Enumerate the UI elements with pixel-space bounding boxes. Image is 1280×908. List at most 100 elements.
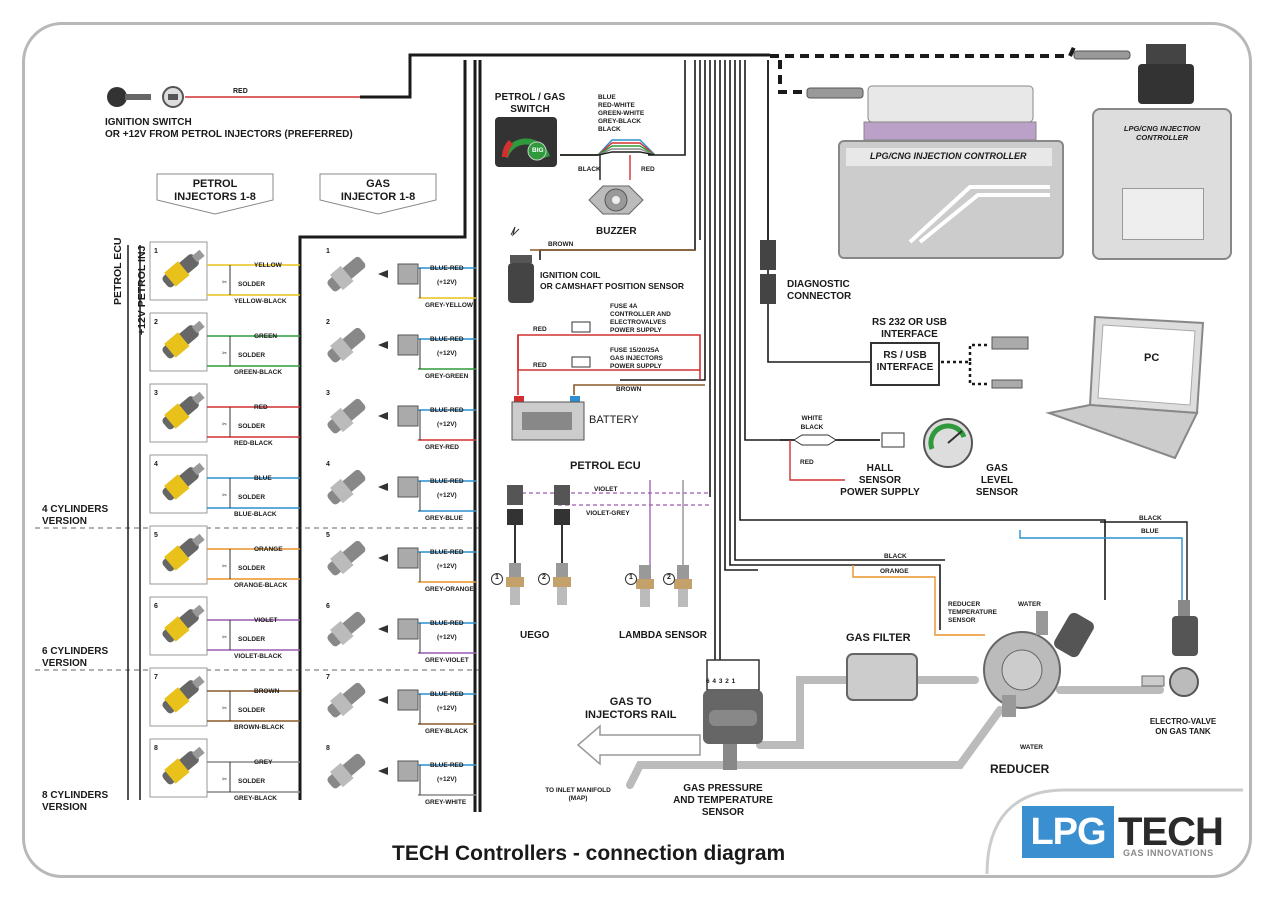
battery-red-1: RED (533, 326, 547, 333)
ignition-coil-icon (508, 226, 534, 303)
solder-label: SOLDER (238, 636, 266, 643)
battery-red-2: RED (533, 362, 547, 369)
petrol-wire-black-color: BLUE-BLACK (234, 511, 277, 518)
switch-logo: BIG (532, 147, 544, 154)
solder-label: SOLDER (238, 423, 266, 430)
small-controller-cable-icon (1073, 50, 1131, 60)
reducer-black-label: BLACK (884, 553, 907, 560)
petrol-wire-color: ORANGE (254, 546, 283, 553)
sensor-number: 2 (538, 573, 550, 585)
petrol-wire-color: VIOLET (254, 617, 278, 624)
fuse-2-label: FUSE 15/20/25A GAS INJECTORS POWER SUPPL… (610, 347, 663, 370)
gas-wire-grey-color: GREY-ORANGE (425, 586, 474, 593)
gas-injector-number: 8 (326, 745, 330, 752)
uego-label: UEGO (520, 630, 550, 641)
petrol-ecu-label: PETROL ECU (570, 460, 641, 472)
gas-injector-number: 4 (326, 461, 330, 468)
gas-injector-header: GAS INJECTOR 1-8 (340, 178, 416, 203)
main-controller[interactable]: LPG/CNG INJECTION CONTROLLER (838, 140, 1064, 259)
gas-injector-number: 2 (326, 319, 330, 326)
version-8-label: 8 CYLINDERS VERSION (42, 790, 109, 813)
sensor-number: 1 (625, 573, 637, 585)
gas-injector-icon (327, 398, 366, 434)
ecu-signal-wires (508, 480, 710, 570)
interface-top-label: RS 232 OR USB INTERFACE (871, 317, 948, 340)
gas-wire-color: BLUE-RED (430, 549, 464, 556)
ignition-coil-label: IGNITION COIL OR CAMSHAFT POSITION SENSO… (540, 270, 685, 291)
injector-row-graphics: ✂ (149, 312, 476, 372)
gas-wire-voltage: (+12V) (437, 421, 457, 428)
svg-text:✂: ✂ (222, 706, 227, 712)
gas-wire-grey-color: GREY-RED (425, 444, 459, 451)
gas-wire-color: BLUE-RED (430, 336, 464, 343)
petrol-wire-black-color: BROWN-BLACK (234, 724, 285, 731)
injector-row-graphics: ✂ (149, 454, 476, 514)
main-harness (298, 53, 770, 812)
map-sensor-label: GAS PRESSURE AND TEMPERATURE SENSOR (673, 783, 773, 818)
version-6-label: 6 CYLINDERS VERSION (42, 646, 109, 669)
gas-wire-grey-color: GREY-BLACK (425, 728, 468, 735)
gas-wire-grey-color: GREY-WHITE (425, 799, 467, 806)
electro-valve-icon (1141, 600, 1199, 697)
reducer-water-bottom: WATER (1020, 744, 1043, 751)
petrol-injector-icon (162, 746, 205, 785)
injector-row-graphics: ✂ (149, 383, 476, 443)
petrol-injector-number: 3 (154, 390, 158, 397)
gas-wire-voltage: (+12V) (437, 634, 457, 641)
hall-splice-icon (793, 434, 837, 446)
gas-wire-color: BLUE-RED (430, 691, 464, 698)
petrol-injectors-header: PETROL INJECTORS 1-8 (174, 178, 256, 203)
tank-blue-label: BLUE (1141, 528, 1159, 535)
laptop-icon[interactable] (1045, 313, 1205, 463)
gas-wire-voltage: (+12V) (437, 350, 457, 357)
signal-wires (539, 60, 1106, 665)
inlet-manifold-label: TO INLET MANIFOLD (MAP) (545, 787, 611, 802)
injectors-rail-label: GAS TO INJECTORS RAIL (585, 696, 677, 721)
buzzer-icon (588, 185, 644, 215)
svg-text:✂: ✂ (222, 422, 227, 428)
switch-label: PETROL / GAS SWITCH (494, 92, 566, 115)
petrol-injector-icon (162, 391, 205, 430)
switch-red-label: RED (641, 166, 655, 173)
main-controller-connector (863, 85, 1037, 141)
map-pin-labels: 6 4 3 2 1 (706, 678, 736, 685)
petrol-gas-switch[interactable]: BIG (495, 117, 557, 167)
gas-wire-color: BLUE-RED (430, 478, 464, 485)
switch-wire-colors: BLUE RED-WHITE GREEN-WHITE GREY-BLACK BL… (598, 94, 645, 133)
petrol-injector-icon (162, 533, 205, 572)
gas-injector-icon (327, 256, 366, 292)
gas-hoses (626, 676, 1164, 789)
pc-label: PC (1144, 352, 1160, 364)
small-controller-label: LPG/CNG INJECTION CONTROLLER (1123, 124, 1201, 142)
gas-injector-icon (327, 611, 366, 647)
petrol-injector-icon (162, 462, 205, 501)
gas-injector-number: 6 (326, 603, 330, 610)
gas-injector-icon (327, 327, 366, 363)
petrol-injector-number: 7 (154, 674, 158, 681)
connector-plug-icon (806, 87, 864, 99)
rs-usb-interface[interactable]: RS / USB INTERFACE (870, 342, 940, 386)
petrol-wire-color: BLUE (254, 475, 272, 482)
switch-black-label: BLACK (578, 166, 601, 173)
lambda-sensor-icon (636, 565, 654, 607)
petrol-injector-number: 2 (154, 319, 158, 326)
gas-wire-voltage: (+12V) (437, 563, 457, 570)
svg-text:✂: ✂ (222, 635, 227, 641)
ignition-key-icon (107, 86, 184, 108)
petrol-wire-color: YELLOW (254, 262, 282, 269)
sensor-number: 1 (491, 573, 503, 585)
dashed-harness (770, 44, 1077, 58)
small-controller[interactable]: LPG/CNG INJECTION CONTROLLER (1092, 108, 1232, 260)
petrol-wire-color: GREEN (254, 333, 278, 340)
petrol-wire-color: RED (254, 404, 268, 411)
reducer-water-top: WATER (1018, 601, 1041, 608)
petrol-injector-icon (162, 604, 205, 643)
gas-injector-icon (327, 753, 366, 789)
